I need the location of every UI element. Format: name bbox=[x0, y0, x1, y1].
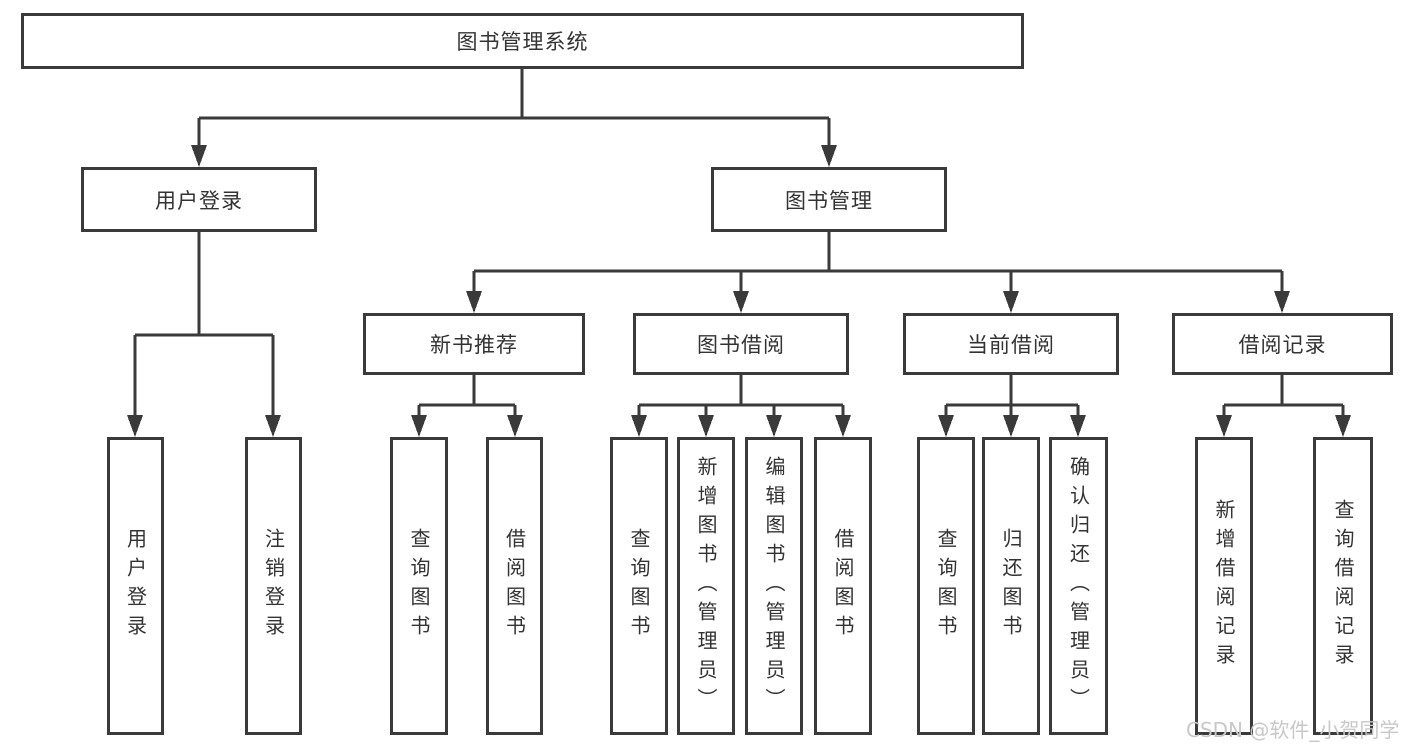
node-book-borrowing: 图书借阅 bbox=[633, 313, 849, 375]
node-leaf-current-query-books: 查询图书 bbox=[917, 437, 975, 735]
arrowhead bbox=[466, 291, 482, 313]
node-leaf-records-query-borrow-record: 查询借阅记录 bbox=[1313, 437, 1373, 735]
arrowhead bbox=[938, 415, 954, 437]
arrowhead bbox=[821, 145, 837, 167]
arrowhead bbox=[698, 415, 714, 437]
arrowhead bbox=[835, 415, 851, 437]
node-library-management-system: 图书管理系统 bbox=[21, 13, 1024, 69]
arrowhead bbox=[127, 415, 143, 437]
arrowhead bbox=[1003, 415, 1019, 437]
connector-records-to-leaves bbox=[1216, 375, 1351, 437]
csdn-watermark: CSDN @软件_小贺同学 bbox=[1186, 718, 1400, 742]
node-leaf-logout: 注销登录 bbox=[245, 437, 302, 735]
arrowhead bbox=[507, 415, 523, 437]
arrowhead bbox=[631, 415, 647, 437]
node-leaf-borrow-add-books-admin: 新增图书（管理员） bbox=[677, 437, 735, 735]
node-leaf-newbook-query-books: 查询图书 bbox=[390, 437, 448, 735]
arrowhead bbox=[1274, 291, 1290, 313]
node-leaf-newbook-borrow-books: 借阅图书 bbox=[486, 437, 543, 735]
arrowhead bbox=[1003, 291, 1019, 313]
node-user-login: 用户登录 bbox=[81, 167, 317, 232]
node-book-management: 图书管理 bbox=[711, 167, 947, 232]
node-leaf-user-login: 用户登录 bbox=[107, 437, 164, 735]
node-current-borrowing: 当前借阅 bbox=[903, 313, 1119, 375]
node-leaf-current-return-books: 归还图书 bbox=[982, 437, 1040, 735]
connector-root-to-level2 bbox=[191, 69, 837, 167]
connector-current-to-leaves bbox=[938, 375, 1086, 437]
arrowhead bbox=[766, 415, 782, 437]
node-borrowing-records: 借阅记录 bbox=[1172, 313, 1393, 375]
node-leaf-borrow-query-books: 查询图书 bbox=[610, 437, 668, 735]
arrowhead bbox=[411, 415, 427, 437]
node-leaf-records-add-borrow-record: 新增借阅记录 bbox=[1195, 437, 1253, 735]
connector-userlogin-to-leaves bbox=[127, 232, 281, 437]
arrowhead bbox=[1335, 415, 1351, 437]
arrowhead bbox=[733, 291, 749, 313]
node-new-book-recommendation: 新书推荐 bbox=[363, 313, 585, 375]
connector-newbook-to-leaves bbox=[411, 375, 523, 437]
connector-bookmgmt-to-level3 bbox=[466, 232, 1290, 313]
connector-borrow-to-leaves bbox=[631, 375, 851, 437]
arrowhead bbox=[265, 415, 281, 437]
arrowhead bbox=[1216, 415, 1232, 437]
node-leaf-borrow-edit-books-admin: 编辑图书（管理员） bbox=[745, 437, 803, 735]
arrowhead bbox=[191, 145, 207, 167]
node-leaf-current-confirm-return-admin: 确认归还（管理员） bbox=[1049, 437, 1108, 735]
node-leaf-borrow-borrow-books: 借阅图书 bbox=[814, 437, 872, 735]
arrowhead bbox=[1070, 415, 1086, 437]
